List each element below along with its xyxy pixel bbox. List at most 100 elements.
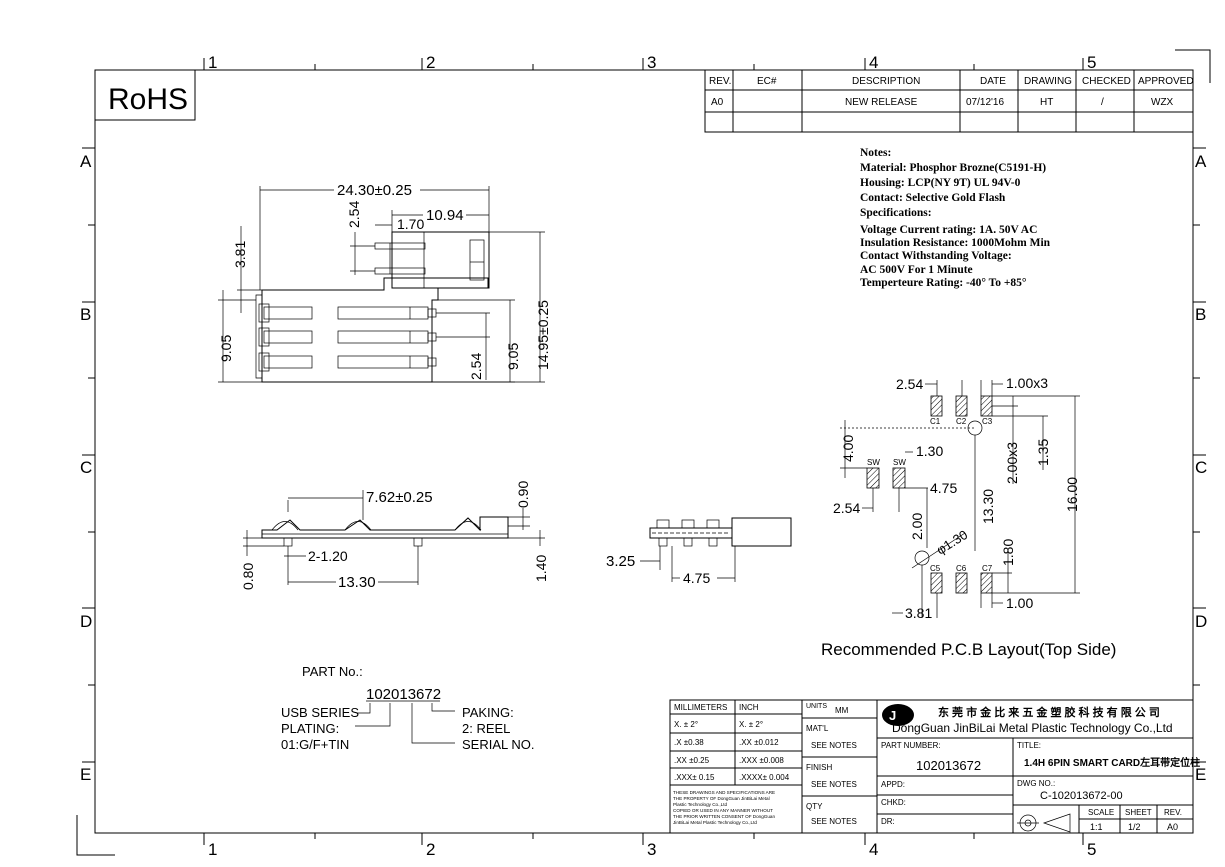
side-view: 7.62±0.25 0.90 2-1.20 0.80 13.30 1.40	[240, 481, 549, 591]
notes-block: Notes: Material: Phosphor Brozne(C5191-H…	[860, 147, 1051, 289]
notes-line: Insulation Resistance: 1000Mohm Min	[860, 237, 1051, 249]
dim-pcb-1-80: 1.80	[1000, 539, 1016, 566]
title-block: PART NUMBER: 102013672 TITLE: 1.4H 6PIN …	[876, 737, 1200, 834]
units-value: MM	[835, 706, 849, 715]
zone-row-c: C	[80, 458, 92, 477]
zone-col-4-bottom: 4	[869, 840, 878, 859]
zone-col-5-bottom: 5	[1087, 840, 1096, 859]
dim-4-75-end: 4.75	[683, 570, 710, 586]
pad-c2	[955, 395, 968, 417]
notes-line: Specifications:	[860, 207, 932, 219]
pcb-caption: Recommended P.C.B Layout(Top Side)	[821, 640, 1116, 659]
title-label: TITLE:	[1017, 741, 1041, 750]
rev-row-approved: WZX	[1151, 97, 1174, 108]
dim-pcb-1-35: 1.35	[1035, 439, 1051, 466]
dim-1-70: 1.70	[397, 216, 424, 232]
dim-pcb-16-00: 16.00	[1064, 477, 1080, 512]
dim-2-54-top: 2.54	[346, 201, 362, 228]
pad-label-sw: SW	[867, 458, 880, 467]
pad-c7	[980, 572, 993, 594]
rev-header-description: DESCRIPTION	[852, 76, 920, 87]
dim-14-95: 14.95±0.25	[535, 300, 551, 370]
dim-2-1-20: 2-1.20	[308, 548, 348, 564]
dim-pcb-3-81: 3.81	[905, 605, 932, 621]
notes-line: Temperteure Rating: -40° To +85°	[860, 277, 1027, 289]
rev-value: A0	[1167, 822, 1178, 832]
rev-row-rev: A0	[711, 97, 724, 108]
dim-pcb-4-75: 4.75	[930, 480, 957, 496]
units-label: UNITS	[806, 703, 827, 710]
notes-line: AC 500V For 1 Minute	[860, 264, 973, 276]
tol-mm-1: .X ±0.38	[674, 738, 704, 747]
pad-label-c6: C6	[956, 564, 967, 573]
tol-inch-3: .XXXX± 0.004	[739, 773, 790, 782]
tol-header-mm: MILLIMETERS	[674, 703, 727, 712]
proprietary-line: THE PROPERTY OF DongGuan JinBiLai Metal	[673, 796, 770, 801]
dim-3-25: 3.25	[606, 553, 635, 570]
part-no-paking-value: 2: REEL	[462, 721, 510, 736]
pad-label-c2: C2	[956, 417, 967, 426]
rev-header-checked: CHECKED	[1082, 76, 1131, 87]
dim-phi-1-30: φ1.30	[934, 527, 971, 558]
zone-row-c-right: C	[1195, 458, 1207, 477]
proprietary-line: JinBiLai Metal Plastic Technology Co.,Lt…	[673, 820, 757, 825]
pad-sw-1	[866, 467, 880, 489]
notes-line: Notes:	[860, 147, 891, 159]
dwg-label: DWG NO.:	[1017, 779, 1055, 788]
svg-text:J: J	[889, 708, 896, 723]
sheet-value: 1/2	[1128, 822, 1141, 832]
rev-header-date: DATE	[980, 76, 1006, 87]
dim-2-54-right: 2.54	[468, 353, 484, 380]
dim-pcb-1-30: 1.30	[916, 443, 943, 459]
company-logo: J	[882, 704, 914, 726]
tol-mm-0: X. ± 2°	[674, 720, 698, 729]
pad-c6	[955, 572, 968, 594]
rev-header-drawing: DRAWING	[1024, 76, 1072, 87]
title-value: 1.4H 6PIN SMART CARD左耳带定位柱	[1024, 756, 1200, 769]
dim-9-05-left: 9.05	[218, 335, 234, 362]
zone-labels: 1 2 3 4 5 1 2 3 4 5 A B C D E A B C D E	[80, 53, 1207, 859]
zone-row-a-right: A	[1195, 152, 1207, 171]
dim-7-62: 7.62±0.25	[366, 489, 433, 506]
dim-pcb-2-54-top: 2.54	[896, 376, 923, 392]
locating-hole-top	[967, 420, 983, 436]
pad-label-c5: C5	[930, 564, 941, 573]
notes-line: Material: Phosphor Brozne(C5191-H)	[860, 162, 1046, 174]
pad-label-c1: C1	[930, 417, 941, 426]
spec-column: UNITS MM MAT'L SEE NOTES FINISH SEE NOTE…	[801, 699, 878, 834]
proprietary-line: COPIED OR USED IN ANY MANNER WITHOUT	[673, 808, 773, 813]
zone-row-d: D	[80, 612, 92, 631]
pad-c1	[930, 395, 943, 417]
rev-row-checked: /	[1101, 97, 1104, 108]
tol-mm-2: .XX ±0.25	[674, 756, 710, 765]
dim-pcb-1-00x3: 1.00x3	[1006, 375, 1048, 391]
zone-row-e-right: E	[1195, 765, 1206, 784]
dim-0-80: 0.80	[240, 563, 256, 590]
dim-9-05-right: 9.05	[505, 343, 521, 370]
pad-sw-2	[892, 467, 906, 489]
proprietary-line: THESE DRAWINGS AND SPECIFICATIONS ARE	[673, 790, 775, 795]
rev-row-description: NEW RELEASE	[845, 97, 918, 108]
zone-col-4: 4	[869, 53, 878, 72]
proprietary-line: Plastic Technology Co.,Ltd	[673, 802, 727, 807]
tol-inch-2: .XXX ±0.008	[739, 756, 784, 765]
notes-line: Contact: Selective Gold Flash	[860, 192, 1006, 204]
rohs-label: RoHS	[108, 83, 188, 116]
chkd-label: CHKD:	[881, 798, 906, 807]
company-name-en: DongGuan JinBiLai Metal Plastic Technolo…	[892, 721, 1173, 735]
projection-symbol	[1017, 813, 1071, 833]
rohs-box: RoHS	[94, 69, 196, 121]
dim-pcb-4-00: 4.00	[840, 435, 856, 462]
sheet-border	[76, 49, 1211, 856]
appd-label: APPD:	[881, 780, 905, 789]
dim-1-40: 1.40	[533, 555, 549, 582]
qty-value: SEE NOTES	[811, 817, 857, 826]
zone-row-b-right: B	[1195, 305, 1206, 324]
pad-c5	[930, 572, 943, 594]
notes-line: Housing: LCP(NY 9T) UL 94V-0	[860, 177, 1021, 189]
tol-inch-1: .XX ±0.012	[739, 738, 779, 747]
rev-row-drawing: HT	[1040, 97, 1053, 108]
dim-24-30: 24.30±0.25	[337, 182, 412, 199]
notes-line: Voltage Current rating: 1A. 50V AC	[860, 224, 1037, 236]
